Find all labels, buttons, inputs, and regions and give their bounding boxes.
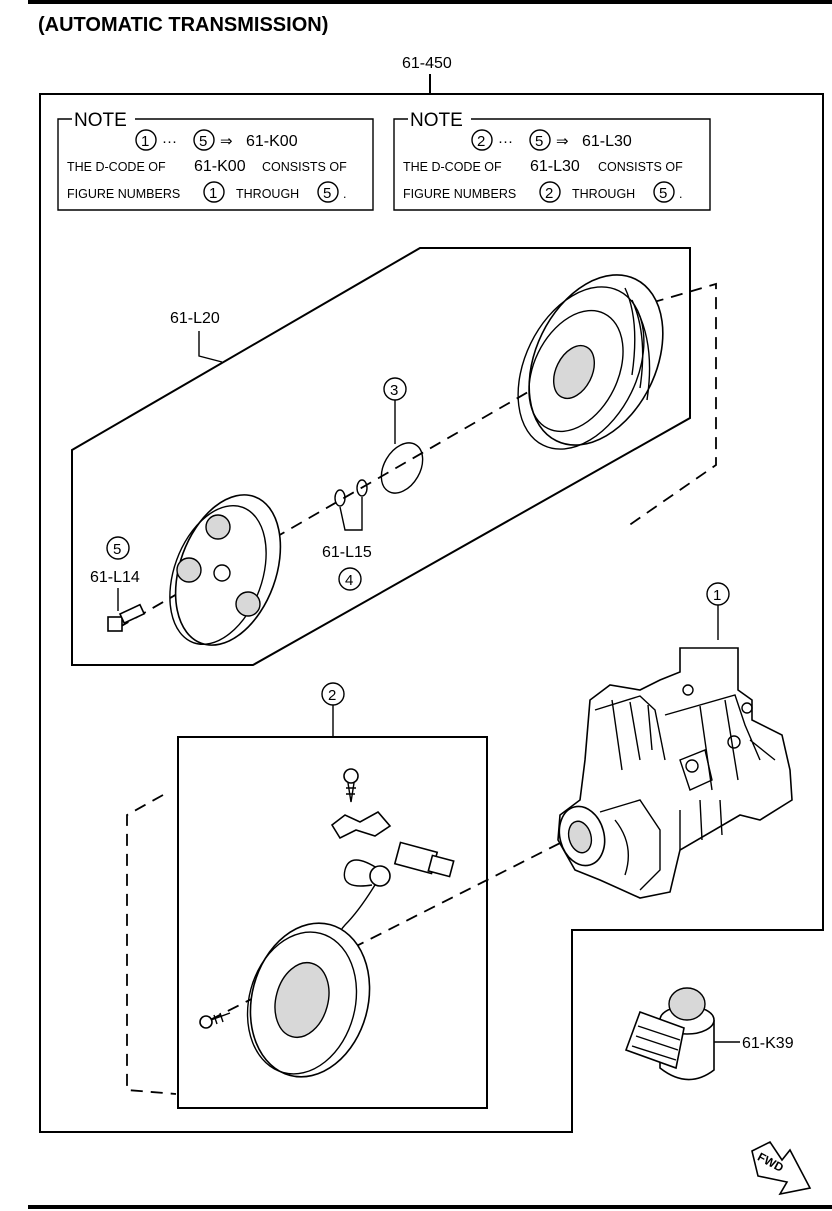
note-line2-b: CONSISTS OF <box>598 160 683 174</box>
note-head: NOTE <box>74 110 127 131</box>
note-line2-b: CONSISTS OF <box>262 160 347 174</box>
note-box-2: NOTE 2 ··· 5 ⇒ 61-L30 THE D-CODE OF 61-L… <box>393 110 711 211</box>
note-range-sep: ··· <box>162 133 177 150</box>
note-range-to: 5 <box>535 133 543 150</box>
compressor <box>557 647 793 899</box>
shim-b <box>356 479 368 497</box>
shims-leader <box>339 497 363 531</box>
note-line3-from: 1 <box>209 185 217 202</box>
note-line2-a: THE D-CODE OF <box>403 160 502 174</box>
note-line3-from: 2 <box>545 185 553 202</box>
pulley-projection <box>574 282 717 527</box>
pressure-plate <box>169 494 282 646</box>
item1-number: 1 <box>713 587 721 604</box>
coil-screw <box>199 1012 231 1029</box>
item5-number: 5 <box>113 541 121 558</box>
oil-code: 61-K39 <box>742 1035 794 1052</box>
field-coil <box>246 922 371 1078</box>
note-arrow: ⇒ <box>220 133 233 150</box>
clutch-kit-code: 61-L20 <box>170 310 220 327</box>
bolt <box>107 603 146 632</box>
note-line3-a: FIGURE NUMBERS <box>67 187 180 201</box>
page-title: (AUTOMATIC TRANSMISSION) <box>38 14 328 36</box>
assembly-outline <box>39 93 824 1133</box>
item4-callout <box>338 567 362 591</box>
fwd-arrow-icon: FWD <box>751 1140 812 1196</box>
note-box-1: NOTE 1 ··· 5 ⇒ 61-K00 THE D-CODE OF 61-K… <box>57 110 374 211</box>
oil-container <box>624 987 715 1081</box>
clutch-kit-outline <box>71 247 691 666</box>
assembly-code-label: 61-450 <box>402 55 452 72</box>
coil-projection <box>126 794 177 1095</box>
note-line3-mid: THROUGH <box>572 187 635 201</box>
clutch-kit-leader <box>198 331 223 363</box>
note-line2-a: THE D-CODE OF <box>67 160 166 174</box>
note-arrow: ⇒ <box>556 133 569 150</box>
item2-number: 2 <box>328 687 336 704</box>
shim-a <box>334 489 346 507</box>
note-target-code: 61-K00 <box>246 133 298 150</box>
note-range-from: 2 <box>477 133 485 150</box>
wire-connector <box>338 841 455 951</box>
bolt-code: 61-L14 <box>90 569 140 586</box>
bracket <box>330 810 392 840</box>
shims-code: 61-L15 <box>322 544 372 561</box>
note-line3-a: FIGURE NUMBERS <box>403 187 516 201</box>
item4-number: 4 <box>345 572 353 589</box>
screw <box>343 768 359 803</box>
note-range-sep: ··· <box>498 133 513 150</box>
note-line3-to: 5 <box>659 185 667 202</box>
note-line2-code: 61-K00 <box>194 158 246 175</box>
note-line3-mid: THROUGH <box>236 187 299 201</box>
note-line3-to: 5 <box>323 185 331 202</box>
note-line3-end: . <box>343 187 346 201</box>
item5-callout <box>106 536 130 560</box>
note-target-code: 61-L30 <box>582 133 632 150</box>
note-range-to: 5 <box>199 133 207 150</box>
note-head: NOTE <box>410 110 463 131</box>
item3-number: 3 <box>390 382 398 399</box>
pulley <box>517 274 664 450</box>
note-range-from: 1 <box>141 133 149 150</box>
note-line3-end: . <box>679 187 682 201</box>
snap-ring <box>380 442 424 494</box>
note-line2-code: 61-L30 <box>530 158 580 175</box>
